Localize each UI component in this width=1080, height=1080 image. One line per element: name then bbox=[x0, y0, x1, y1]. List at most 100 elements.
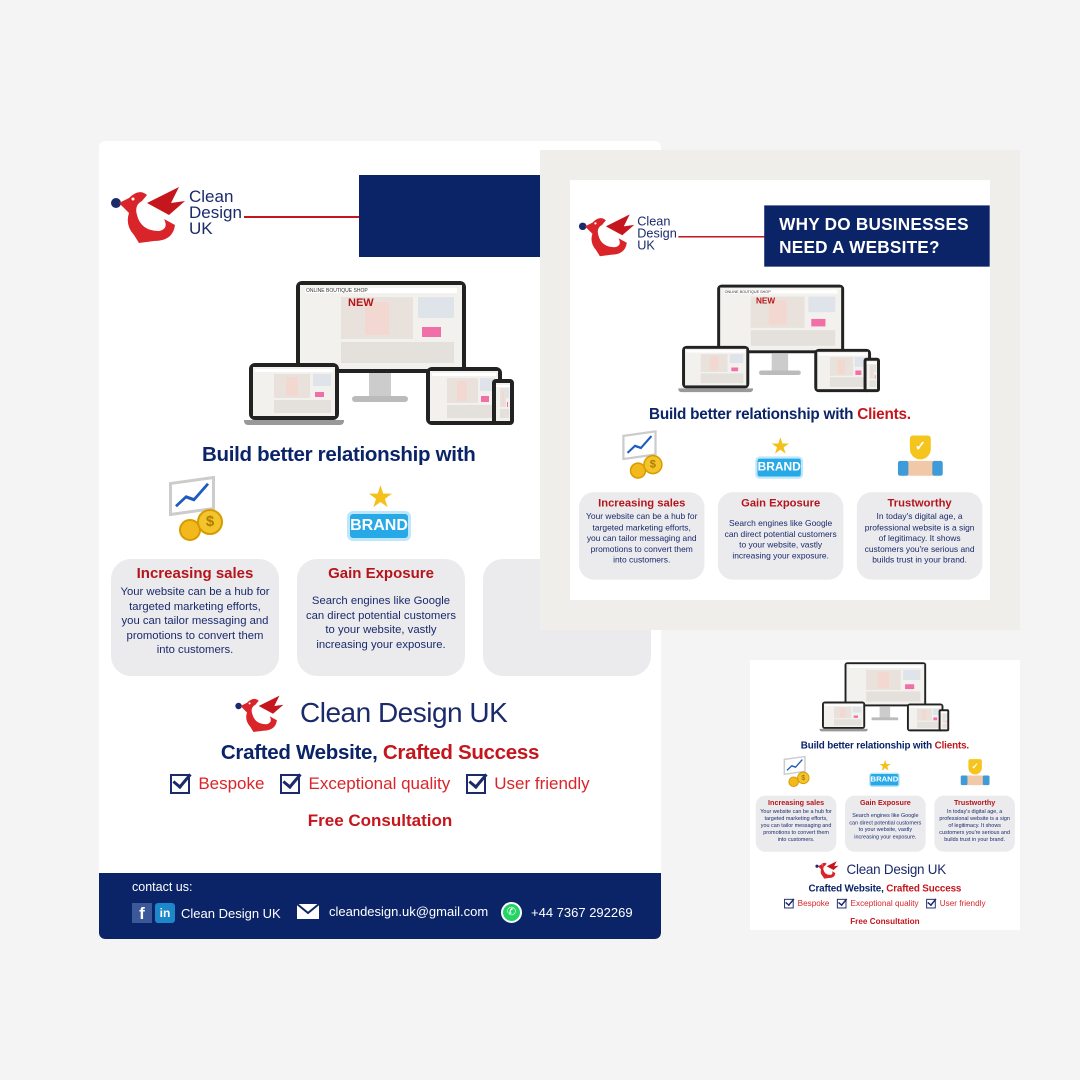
headline: Build better relationship with bbox=[202, 443, 476, 467]
headline-accent: Clients. bbox=[934, 739, 970, 751]
brand-logo-large: Clean Design UK bbox=[234, 693, 534, 737]
mockup-banner: NEW bbox=[756, 296, 776, 306]
whatsapp-icon[interactable]: ✆ bbox=[501, 902, 522, 923]
checkbox-icon bbox=[170, 774, 191, 794]
dragon-logo-icon bbox=[235, 695, 284, 732]
feature-item: Exceptional quality bbox=[837, 898, 919, 909]
brand-name: Clean Design UK bbox=[300, 697, 508, 728]
brand-label: BRAND bbox=[347, 511, 411, 541]
card-title: Trustworthy bbox=[954, 798, 996, 807]
card-text: Search engines like Google can direct po… bbox=[849, 812, 922, 840]
feature-item: User friendly bbox=[466, 774, 590, 794]
tagline-main: Crafted Website, bbox=[808, 883, 887, 895]
facebook-icon[interactable]: f bbox=[132, 903, 152, 923]
feature-label: Exceptional quality bbox=[308, 774, 451, 793]
footer: contact us: f in Clean Design UK cleande… bbox=[99, 873, 661, 939]
phone-number[interactable]: +44 7367 292269 bbox=[531, 905, 633, 920]
brand-logo-large: Clean Design UK bbox=[815, 860, 959, 881]
features-list: Bespoke Exceptional quality User friendly bbox=[99, 774, 661, 799]
headline: Build better relationship with Clients. bbox=[570, 406, 990, 424]
linkedin-icon[interactable]: in bbox=[155, 903, 175, 923]
brand-label: BRAND bbox=[869, 772, 900, 787]
tagline-accent: Crafted Success bbox=[886, 883, 962, 895]
feature-icon-wrap: $ bbox=[111, 475, 279, 554]
checkbox-icon bbox=[280, 774, 301, 794]
headline: Build better relationship with Clients. bbox=[750, 740, 1020, 752]
checkbox-icon bbox=[926, 898, 936, 909]
headline-accent: Clients. bbox=[857, 405, 911, 423]
card-text: Your website can be a hub for targeted m… bbox=[586, 512, 698, 565]
feature-icon-wrap: ★BRAND bbox=[297, 479, 465, 554]
logo-text-line: Design bbox=[637, 226, 677, 241]
feature-label: Bespoke bbox=[198, 774, 265, 793]
logo-text-line: Clean bbox=[189, 187, 234, 206]
logo-text-line: UK bbox=[189, 219, 213, 238]
feature-label: Bespoke bbox=[797, 898, 830, 908]
feature-icon-wrap: ✓ bbox=[934, 757, 1015, 793]
mockup-banner: NEW bbox=[348, 297, 374, 309]
social-handle[interactable]: Clean Design UK bbox=[181, 905, 281, 921]
feature-label: User friendly bbox=[494, 774, 590, 793]
handshake-shield-icon: ✓ bbox=[960, 759, 990, 790]
sales-chart-coins-icon: $ bbox=[622, 430, 667, 484]
feature-item: Exceptional quality bbox=[280, 774, 450, 794]
feature-item: User friendly bbox=[926, 898, 986, 909]
card-text: In today's digital age, a professional w… bbox=[864, 512, 975, 565]
title-line-2: NEED A WEBSITE? bbox=[779, 237, 940, 257]
email-icon bbox=[297, 904, 319, 919]
tagline-main: Crafted Website, bbox=[220, 741, 383, 764]
tagline: Crafted Website, Crafted Success bbox=[750, 883, 1020, 895]
benefit-card: Trustworthy In today's digital age, a pro… bbox=[856, 492, 983, 580]
brand-name: Clean Design UK bbox=[846, 861, 946, 877]
cta-text: Free Consultation bbox=[850, 916, 920, 926]
sales-chart-coins-icon: $ bbox=[169, 475, 229, 549]
card-text: Search engines like Google can direct po… bbox=[305, 595, 457, 651]
checkbox-icon bbox=[784, 898, 794, 909]
card-title: Increasing sales bbox=[768, 798, 825, 807]
divider-line bbox=[678, 236, 767, 238]
feature-icon-wrap: ★BRAND bbox=[718, 432, 843, 488]
logo-text-line: Design bbox=[189, 203, 242, 222]
feature-item: Bespoke bbox=[170, 774, 264, 794]
email-link[interactable]: cleandesign.uk@gmail.com bbox=[329, 904, 489, 919]
brand-star-icon: ★BRAND bbox=[345, 483, 415, 547]
card-title: Trustworthy bbox=[887, 496, 952, 510]
headline-main: Build better relationship with bbox=[202, 443, 476, 466]
logo-text-line: Clean bbox=[637, 214, 671, 229]
brand-star-icon: ★BRAND bbox=[754, 435, 806, 483]
headline-main: Build better relationship with bbox=[800, 739, 935, 751]
tagline-accent: Crafted Success bbox=[382, 741, 540, 764]
flyer-small-preview: Build better relationship with Clients. $… bbox=[750, 660, 1020, 930]
dragon-logo-icon bbox=[578, 214, 635, 257]
card-text: Your website can be a hub for targeted m… bbox=[760, 808, 832, 843]
checkbox-icon bbox=[466, 774, 487, 794]
card-title: Increasing sales bbox=[598, 496, 686, 510]
dragon-logo-icon bbox=[815, 861, 839, 879]
dragon-logo-icon bbox=[111, 187, 185, 243]
logo-text-line: UK bbox=[637, 238, 655, 253]
feature-label: User friendly bbox=[939, 898, 986, 908]
sales-chart-coins-icon: $ bbox=[783, 755, 813, 791]
card-title: Gain Exposure bbox=[328, 565, 434, 582]
tagline: Crafted Website, Crafted Success bbox=[99, 741, 661, 765]
brand-star-icon: ★BRAND bbox=[868, 759, 902, 790]
contact-label: contact us: bbox=[132, 880, 193, 894]
card-text: Your website can be a hub for targeted m… bbox=[120, 586, 270, 656]
feature-icon-wrap: $ bbox=[579, 430, 704, 488]
feature-icon-wrap: ✓ bbox=[857, 432, 982, 488]
brand-label: BRAND bbox=[755, 456, 804, 479]
card-text: In today's digital age, a professional w… bbox=[939, 808, 1010, 843]
card-title: Gain Exposure bbox=[741, 496, 821, 510]
handshake-shield-icon: ✓ bbox=[897, 435, 943, 483]
features-list: Bespoke Exceptional quality User friendly bbox=[750, 898, 1020, 911]
